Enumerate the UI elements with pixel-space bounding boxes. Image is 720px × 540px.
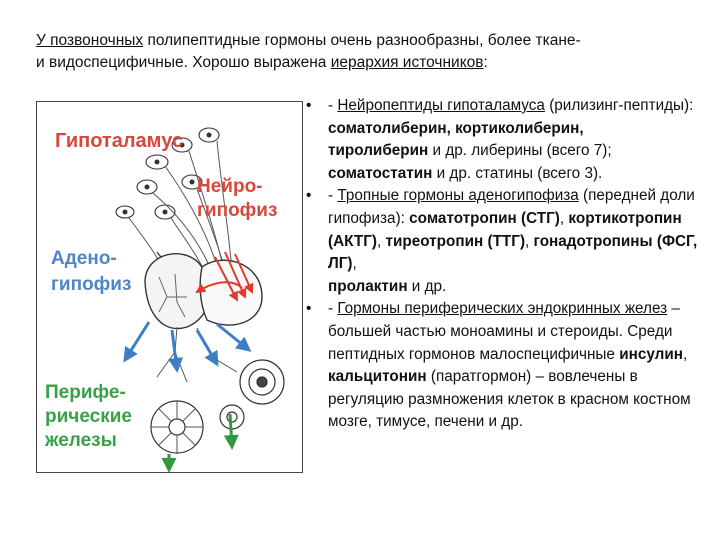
- intro-hierarchy: иерархия источников: [330, 54, 484, 71]
- hormone-name: гонадотропины (ФСГ, ЛГ): [328, 232, 698, 273]
- intro-text-1: полипептидные гормоны очень разнообразны…: [143, 32, 581, 49]
- bullet-marker: •: [306, 97, 312, 114]
- bullet-text: ,: [683, 345, 688, 363]
- label-neurohypophysis-line2: гипофиз: [197, 200, 277, 221]
- bullet-text: ,: [525, 232, 534, 250]
- hormone-name: тиролиберин: [328, 142, 429, 160]
- intro-text-3: :: [483, 54, 488, 71]
- intro-paragraph: У позвоночных полипептидные гормоны очен…: [36, 30, 696, 74]
- hormone-name: тиреотропин (ТТГ): [385, 232, 526, 250]
- bullet-tropic-hormones: • - Тропные гормоны аденогипофиза (перед…: [300, 185, 700, 298]
- label-adenohypophysis-line1: Адено-: [51, 248, 117, 269]
- bullet-text: ,: [559, 209, 569, 227]
- bullet-text: ,: [352, 255, 357, 273]
- label-peripheral-line3: железы: [44, 430, 117, 451]
- bullet-text: и др. статины (всего 3).: [432, 164, 603, 182]
- bullet-peripheral-hormones: • - Гормоны периферических эндокринных ж…: [300, 298, 700, 434]
- intro-text-2: и видоспецифичные. Хорошо выражена: [36, 54, 331, 71]
- neurohypophysis-lobe: [199, 259, 263, 326]
- bullet-title: Тропные гормоны аденогипофиза: [337, 187, 579, 205]
- hormone-name: пролактин: [328, 277, 408, 295]
- neurohypophysis-red-arrows: [195, 251, 254, 302]
- endocrine-illustration: Гипоталамус Нейро- гипофиз Адено- гипофи…: [44, 127, 285, 472]
- bullet-title: Нейропептиды гипоталамуса: [337, 97, 545, 114]
- bullet-text: ,: [376, 232, 386, 250]
- label-neurohypophysis-line1: Нейро-: [197, 176, 263, 197]
- adenohypophysis-blue-arrows: [123, 321, 252, 373]
- label-adenohypophysis-line2: гипофиз: [51, 274, 131, 295]
- hormone-name: кортикотропин (АКТГ): [328, 209, 682, 250]
- label-hypothalamus: Гипоталамус: [55, 130, 183, 152]
- bullet-marker: •: [306, 300, 312, 318]
- bullet-neuropeptides: • - Нейропептиды гипоталамуса (рилизинг-…: [300, 95, 700, 185]
- label-peripheral-line1: Перифе-: [45, 382, 126, 403]
- bullet-marker: •: [306, 187, 312, 205]
- portal-vessels: [158, 273, 187, 318]
- bullet-text: и др.: [407, 277, 447, 295]
- endocrine-hierarchy-figure: Гипоталамус Нейро- гипофиз Адено- гипофи…: [36, 101, 303, 473]
- hormone-name: соматотропин (СТГ): [409, 209, 560, 227]
- peripheral-gland-rays: [151, 401, 203, 453]
- bullet-prefix: -: [328, 300, 338, 318]
- hypothalamic-neurons: [115, 127, 220, 220]
- label-peripheral-line2: рические: [45, 406, 132, 427]
- hormone-name: соматостатин: [328, 164, 433, 182]
- bullet-prefix: -: [328, 187, 338, 205]
- intro-vertebrates: У позвоночных: [36, 32, 144, 49]
- bullet-text: (рилизинг-пептиды):: [544, 97, 694, 114]
- hormone-names: соматолиберин, кортиколиберин,: [328, 119, 584, 137]
- neuron-nuclei: [122, 132, 212, 215]
- bullet-title: Гормоны периферических эндокринных желез: [337, 300, 668, 318]
- bullet-text: – большей частью моноамины и стероиды. С…: [328, 300, 680, 363]
- vessel-tree: [156, 326, 238, 383]
- follicle-gland: [239, 359, 285, 405]
- hormone-name: кальцитонин: [328, 368, 427, 386]
- hormone-name: инсулин: [619, 345, 684, 363]
- bullet-text: (паратгормон) – вовлечены в регуляцию ра…: [328, 368, 691, 431]
- bullet-list: • - Нейропептиды гипоталамуса (рилизинг-…: [300, 95, 700, 434]
- bullet-text: (передней доли гипофиза):: [328, 187, 695, 227]
- bullet-prefix: -: [328, 97, 338, 114]
- bullet-text: и др. либерины (всего 7);: [428, 142, 612, 160]
- periphery-green-arrows: [161, 413, 239, 472]
